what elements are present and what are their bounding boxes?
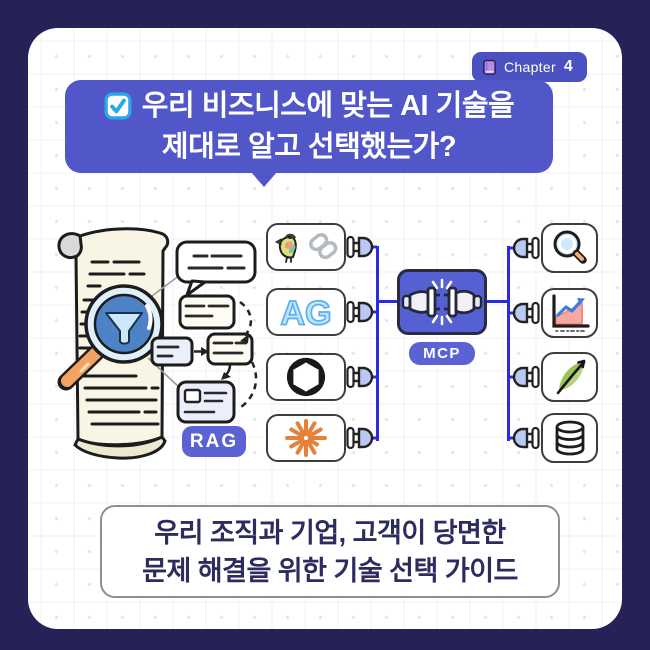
node-autogen: AG [266, 288, 346, 336]
footer-caption-box: 우리 조직과 기업, 고객이 당면한 문제 해결을 위한 기술 선택 가이드 [100, 505, 560, 598]
plug-connector-icon [509, 365, 540, 389]
node-database [541, 413, 598, 463]
node-anthropic [266, 414, 346, 462]
ag-letters-icon: AG [280, 293, 333, 333]
node-robinhood [541, 352, 598, 402]
node-langchain [266, 223, 346, 271]
scroll-roll [73, 435, 167, 460]
rag-label: RAG [182, 426, 246, 457]
speech-bubble [175, 240, 257, 297]
scroll-curl [57, 232, 83, 260]
magnifier-icon [553, 230, 587, 264]
flow-arrows [194, 300, 258, 409]
node-analytics [541, 288, 598, 338]
magnifier-funnel-icon [57, 284, 164, 391]
rag-illustration [57, 227, 258, 460]
flow-cards [150, 294, 254, 424]
left-mcp-wire [377, 300, 398, 303]
plug-connector-icon [346, 235, 377, 259]
node-openai [266, 353, 346, 401]
ag-text: AG [280, 294, 331, 332]
plug-connector-icon [509, 301, 540, 325]
plug-connector-icon [346, 365, 377, 389]
title-line-2: 제대로 알고 선택했는가? [161, 130, 457, 163]
parrot-chain-icon [274, 232, 338, 263]
footer-line-1: 우리 조직과 기업, 고객이 당면한 [154, 517, 506, 548]
plug-connector-icon [346, 426, 377, 450]
plug-connector-icon [509, 426, 540, 450]
chapter-badge: Chapter 4 [472, 52, 587, 82]
chapter-number: 4 [563, 58, 573, 75]
mcp-label: MCP [409, 342, 475, 365]
orange-starburst-icon [285, 419, 327, 457]
node-search [541, 223, 598, 273]
title-line-1-row: 우리 비즈니스에 맞는 AI 기술을 [104, 86, 515, 127]
right-mcp-wire [486, 300, 508, 303]
mcp-hub-box [397, 269, 487, 335]
title-banner: 우리 비즈니스에 맞는 AI 기술을 제대로 알고 선택했는가? [65, 80, 553, 187]
green-feather-icon [556, 359, 585, 395]
title-line-1: 우리 비즈니스에 맞는 AI 기술을 [141, 89, 515, 122]
plugs-connecting-icon [401, 278, 483, 326]
openai-logo-icon [286, 357, 326, 397]
right-bus-wire [507, 246, 510, 441]
left-bus-wire [376, 246, 379, 441]
trend-chart-icon [551, 294, 590, 332]
checkbox-checked-icon [104, 92, 132, 120]
database-cylinder-icon [555, 420, 584, 456]
footer-line-2: 문제 해결을 위한 기술 선택 가이드 [142, 555, 518, 586]
banner-tail [251, 172, 277, 187]
book-icon [483, 59, 496, 75]
chapter-label: Chapter [504, 59, 556, 75]
plug-connector-icon [509, 236, 540, 260]
plug-connector-icon [346, 300, 377, 324]
